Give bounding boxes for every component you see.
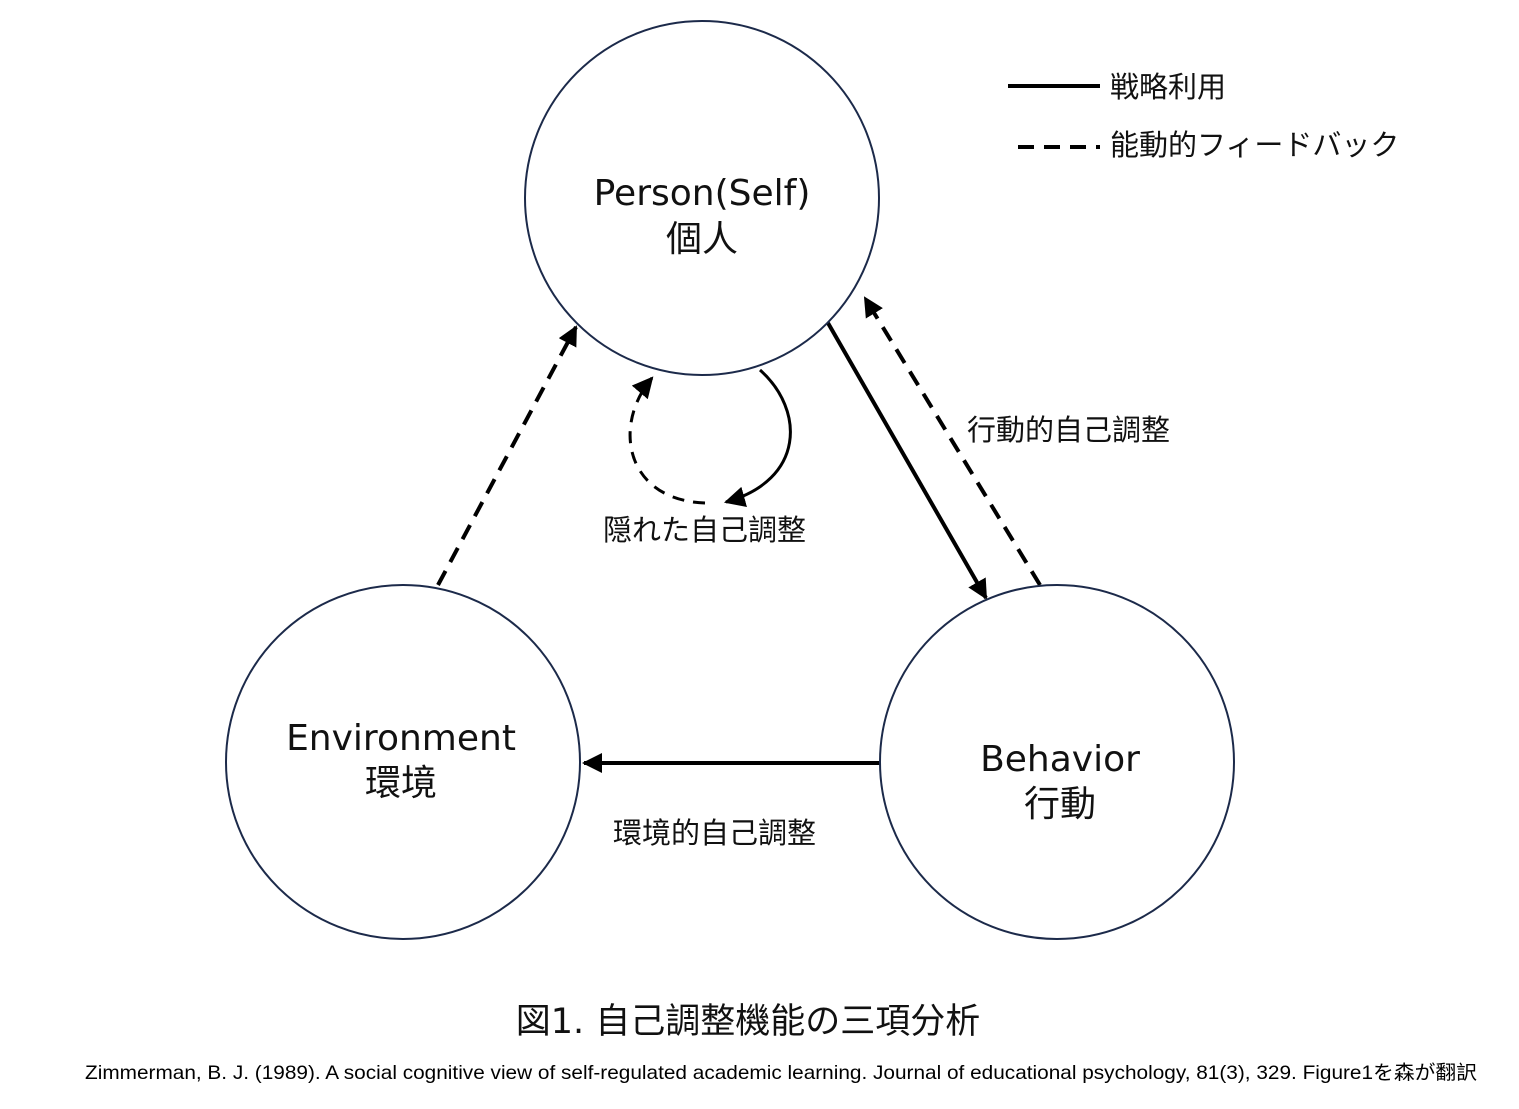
legend-dashed-label: 能動的フィードバック (1110, 128, 1399, 162)
node-behavior-en: Behavior (980, 739, 1140, 780)
figure-title: 図1. 自己調整機能の三項分析 (516, 1002, 981, 1042)
arrow-behavior-to-person (863, 296, 1042, 587)
node-behavior-ja: 行動 (1024, 784, 1096, 825)
label-behavioral-self-regulation: 行動的自己調整 (967, 413, 1170, 447)
node-environment: Environment 環境 (225, 584, 581, 940)
legend-solid-label: 戦略利用 (1110, 70, 1226, 104)
legend: 戦略利用 能動的フィードバック (1008, 70, 1399, 162)
arrow-person-to-behavior (826, 322, 988, 600)
node-person-en: Person(Self) (594, 173, 811, 214)
arrow-covert-solid (723, 368, 792, 508)
citation: Zimmerman, B. J. (1989). A social cognit… (85, 1062, 1477, 1084)
arrow-environment-to-person (436, 325, 578, 586)
node-environment-en: Environment (286, 718, 516, 759)
node-person: Person(Self) 個人 (524, 20, 880, 376)
label-environmental-self-regulation: 環境的自己調整 (613, 816, 816, 850)
node-environment-ja: 環境 (365, 763, 437, 804)
node-person-ja: 個人 (666, 219, 738, 260)
label-covert-self-regulation: 隠れた自己調整 (603, 513, 806, 547)
arrow-covert-dashed (628, 376, 706, 505)
node-behavior: Behavior 行動 (879, 584, 1235, 940)
